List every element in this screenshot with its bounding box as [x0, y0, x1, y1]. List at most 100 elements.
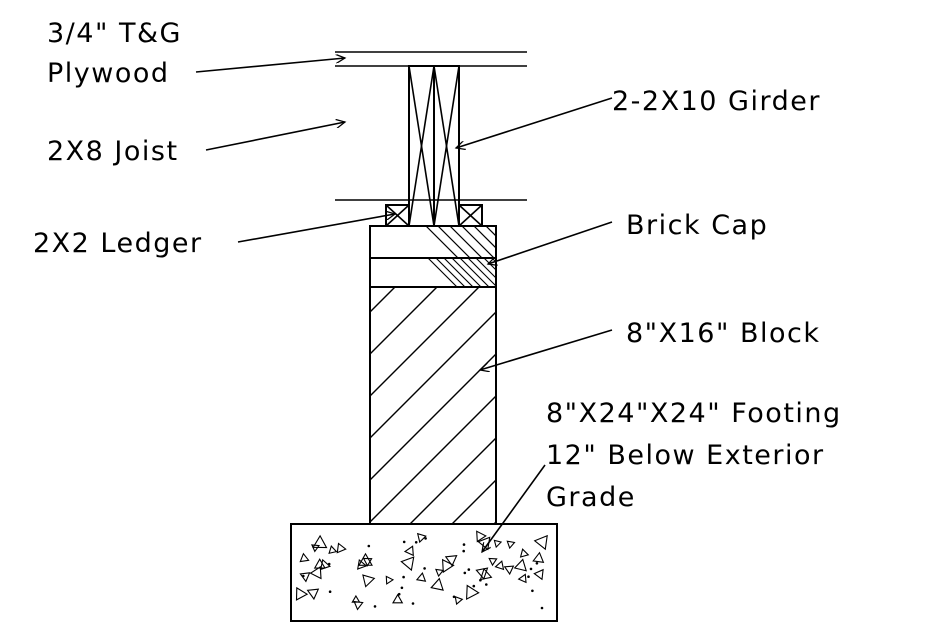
aggregate-triangle: [444, 555, 458, 567]
aggregate-dot: [463, 571, 467, 575]
aggregate-dot: [540, 606, 544, 610]
plywood-subfloor: [335, 51, 527, 67]
concrete-footing: [290, 523, 558, 622]
aggregate-triangle: [475, 567, 489, 580]
girder-label: 2-2X10 Girder: [612, 86, 821, 117]
aggregate-dot: [472, 584, 476, 588]
aggregate-triangle: [356, 558, 368, 570]
aggregate-triangle: [533, 534, 548, 551]
block-hatch: [40, 200, 496, 600]
hatch-line: [484, 200, 584, 300]
block-label: 8"X16" Block: [626, 318, 820, 349]
hatch-line: [443, 258, 474, 287]
aggregate-triangle: [503, 565, 515, 576]
hatch-line: [451, 258, 482, 287]
aggregate-triangle: [454, 595, 464, 606]
aggregate-triangle: [328, 545, 338, 555]
aggregate-dot: [411, 602, 415, 605]
hatch-line: [467, 258, 496, 287]
hatch-line: [370, 287, 438, 355]
aggregate-triangle: [415, 572, 427, 582]
hatch-line: [435, 258, 466, 287]
aggregate-triangle: [533, 568, 544, 581]
aggregate-dot: [462, 543, 466, 546]
hatch-line: [508, 200, 608, 300]
aggregate-dot: [327, 562, 331, 566]
aggregate-triangle: [488, 557, 498, 567]
ledger-label: 2X2 Ledger: [33, 228, 203, 259]
aggregate-triangle: [385, 575, 395, 585]
hatch-line: [544, 230, 614, 300]
aggregate-triangle: [351, 594, 361, 603]
footing-label-line3: Grade: [546, 482, 636, 513]
hatch-line: [504, 230, 574, 300]
aggregate-triangle: [493, 539, 503, 549]
hatch-line: [449, 226, 483, 258]
aggregate-dot: [485, 583, 488, 586]
aggregate-dot: [424, 537, 427, 540]
aggregate-triangle: [435, 568, 445, 578]
aggregate-dot: [402, 540, 406, 544]
aggregate-triangle: [479, 567, 493, 581]
hatch-line: [475, 258, 496, 279]
hatch-line: [437, 226, 471, 258]
footing-label-line1: 8"X24"X24" Footing: [546, 398, 842, 429]
aggregate-triangle: [312, 534, 328, 549]
brick-cap-lower-hatch: [427, 230, 614, 300]
aggregate-triangle: [532, 551, 545, 563]
aggregate-triangle: [400, 556, 415, 572]
brick-cap-upper-hatch: [425, 200, 632, 300]
hatch-line: [40, 200, 440, 600]
aggregate-dot: [452, 595, 456, 599]
aggregate-dot: [414, 541, 418, 544]
aggregate-triangle: [309, 565, 322, 580]
footing-leader: [482, 464, 546, 552]
hatch-line: [496, 200, 596, 300]
aggregate-triangle: [362, 574, 376, 588]
aggregate-triangle: [513, 558, 528, 572]
aggregate-dot: [531, 589, 534, 593]
joist-leader: [205, 122, 345, 151]
block-leader: [480, 329, 613, 370]
girder-leader: [456, 97, 613, 148]
hatch-line: [520, 200, 620, 300]
brick-cap-leader: [488, 221, 613, 264]
hatch-line: [488, 230, 558, 300]
plywood-label-line1: 3/4" T&G: [47, 18, 182, 49]
aggregate-triangle: [416, 532, 427, 544]
aggregate-triangle: [336, 542, 347, 554]
aggregate-dot: [527, 575, 530, 578]
joist-label: 2X8 Joist: [47, 136, 179, 167]
aggregate-triangle: [299, 552, 310, 563]
aggregate-triangle: [519, 548, 530, 558]
aggregate-triangle: [506, 540, 516, 550]
hatch-line: [528, 230, 598, 300]
aggregate-triangle: [358, 552, 373, 566]
hatch-line: [461, 226, 495, 258]
girder: [408, 65, 460, 227]
aggregate-dot: [328, 590, 332, 593]
aggregate-dot: [423, 567, 426, 570]
aggregate-triangle: [362, 557, 373, 567]
ledger-leader: [237, 214, 395, 243]
aggregate-triangle: [319, 558, 331, 571]
aggregate-triangle: [299, 572, 311, 583]
aggregate-triangle: [476, 530, 487, 543]
hatch-line: [459, 258, 490, 287]
aggregate-triangle: [306, 588, 320, 601]
aggregate-triangle: [403, 545, 414, 557]
aggregate-triangle: [392, 593, 404, 604]
hatch-line: [427, 258, 458, 287]
labels: 3/4" T&G Plywood 2X8 Joist 2-2X10 Girder…: [33, 18, 842, 513]
hatch-line: [370, 311, 496, 439]
plywood-label-line2: Plywood: [47, 58, 170, 89]
aggregate-dot: [397, 592, 401, 596]
aggregate-triangle: [466, 584, 480, 601]
aggregate-dot: [367, 544, 371, 548]
aggregate-dot: [529, 567, 533, 571]
hatch-line: [485, 226, 496, 237]
hatch-line: [532, 200, 632, 300]
hatch-line: [370, 395, 496, 523]
